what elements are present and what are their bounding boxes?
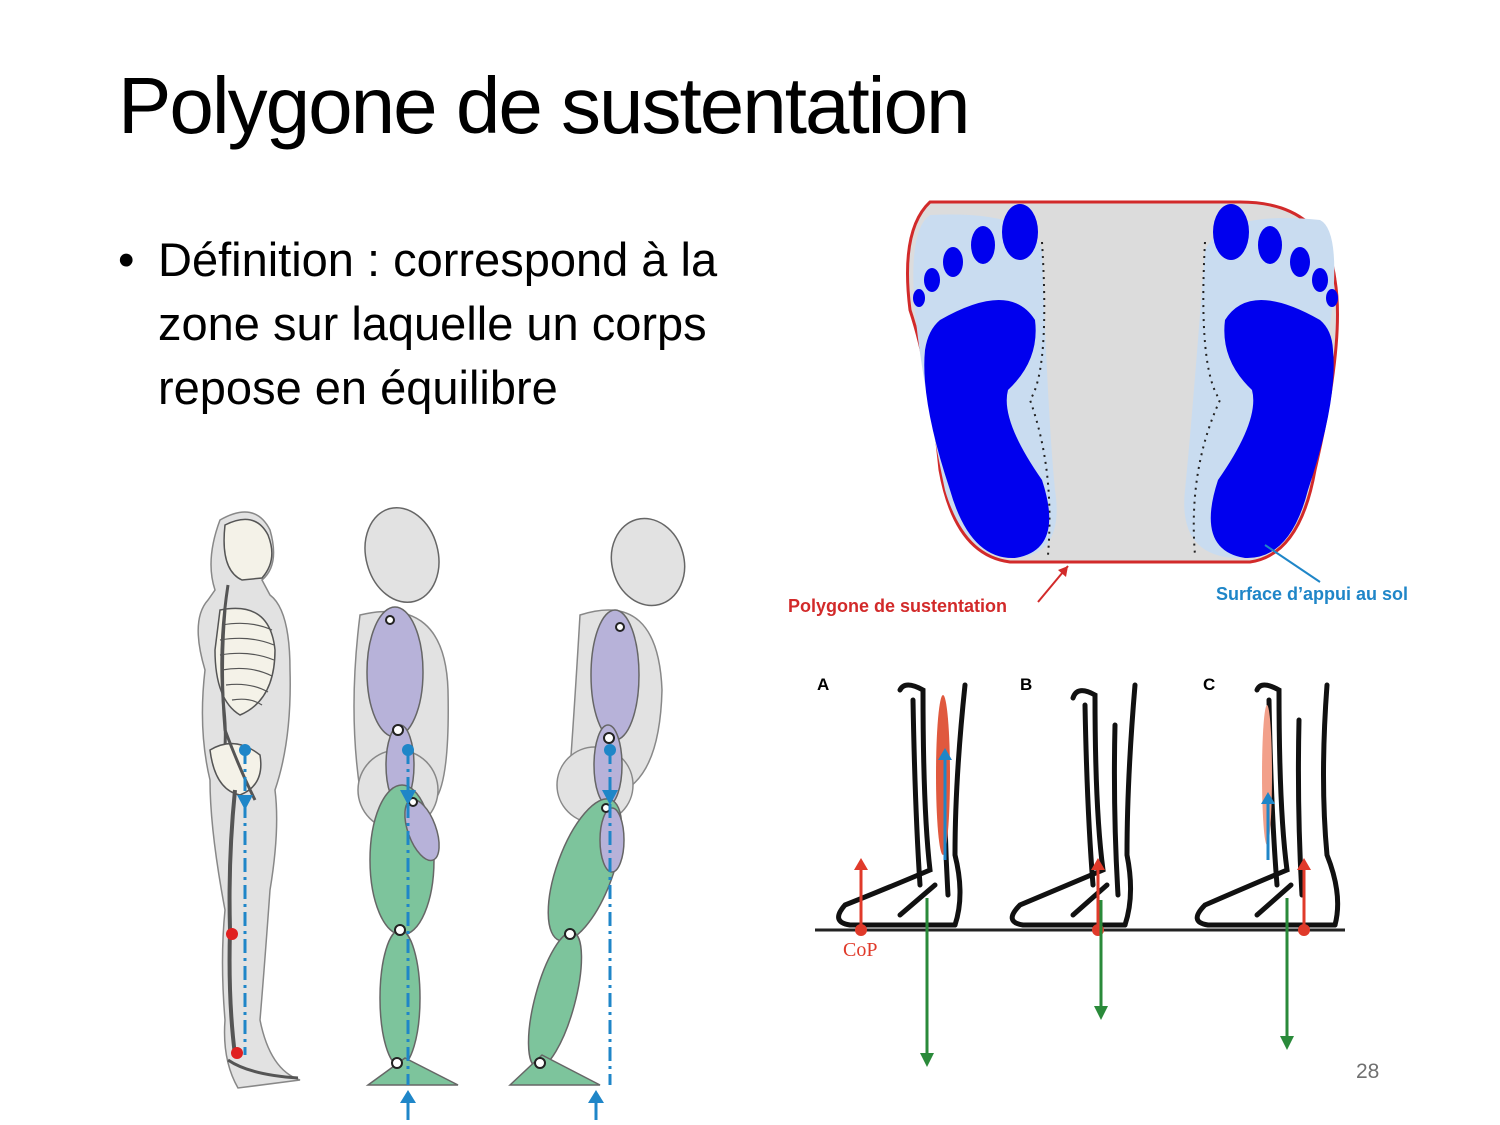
muscle-force-arrowhead-c	[1261, 792, 1275, 804]
gravity-arrowhead-leaning	[602, 790, 618, 805]
skull	[223, 518, 273, 581]
muscle-a	[936, 695, 950, 855]
joint-hip-leaning	[603, 732, 615, 744]
shank-segment-upright	[379, 929, 421, 1067]
right-toe-5	[1326, 289, 1338, 307]
trunk-segment-upright	[366, 606, 424, 738]
foot-bones	[227, 1058, 299, 1080]
gravity-arrowhead-c	[1280, 1036, 1294, 1050]
left-toe-3	[943, 247, 963, 277]
gravity-origin-upright	[402, 744, 414, 756]
right-toe-3	[1290, 247, 1310, 277]
foot-segment-leaning	[508, 1054, 601, 1086]
left-toe-5	[913, 289, 925, 307]
cop-point-a	[855, 924, 867, 936]
polygon-label: Polygone de sustentation	[788, 596, 1007, 616]
panel-label-b: B	[1020, 675, 1032, 694]
joint-knee-upright	[394, 924, 406, 936]
gravity-origin-leaning	[604, 744, 616, 756]
knee-marker	[226, 928, 238, 940]
trunk-segment-leaning	[590, 609, 640, 741]
arm-segment-leaning	[599, 807, 625, 873]
right-big-toe	[1213, 204, 1249, 260]
left-big-toe	[1002, 204, 1038, 260]
right-foot-sole	[1210, 300, 1334, 559]
gravity-arrowhead-a	[920, 1053, 934, 1067]
joint-ankle-leaning	[534, 1057, 546, 1069]
cop-force-arrowhead-a	[854, 858, 868, 870]
upright-segment-model	[353, 506, 459, 1120]
joint-shoulder-leaning	[615, 622, 625, 632]
joint-ankle-upright	[391, 1057, 403, 1069]
cop-force-arrowhead-b	[1091, 858, 1105, 870]
definition-text: Définition : correspond à la zone sur la…	[158, 233, 718, 414]
ribs	[219, 622, 275, 706]
leaning-segment-model	[508, 517, 686, 1120]
left-toe-2	[971, 226, 995, 264]
right-toe-4	[1312, 268, 1328, 292]
cop-point-c	[1298, 924, 1310, 936]
gravity-arrowhead-upright	[400, 790, 416, 805]
surface-label: Surface d’appui au sol	[1216, 584, 1408, 604]
joint-knee-leaning	[564, 928, 576, 940]
joint-hip-upright	[392, 724, 404, 736]
support-polygon-figure: Polygone de sustentation Surface d’appui…	[788, 200, 1408, 616]
joint-shoulder-upright	[385, 615, 395, 625]
surface-leader-line	[1264, 544, 1321, 583]
ankle-cop-figure: A B C CoP	[815, 675, 1345, 1067]
panel-label-a: A	[817, 675, 829, 694]
left-foot-sole	[924, 300, 1050, 559]
polygon-leader-arrow	[1058, 566, 1068, 577]
left-toe-4	[924, 268, 940, 292]
head-upright	[364, 506, 440, 604]
foot-segment-upright	[365, 1057, 459, 1086]
cop-label: CoP	[843, 939, 877, 961]
bullet-marker: •	[118, 233, 135, 286]
right-toe-2	[1258, 226, 1282, 264]
shank-segment-leaning	[527, 931, 583, 1069]
panel-label-c: C	[1203, 675, 1215, 694]
thigh-segment-leaning	[547, 798, 623, 942]
slide-title: Polygone de sustentation	[118, 61, 970, 150]
skeleton-figure	[197, 511, 301, 1089]
muscle-force-arrowhead-a	[938, 748, 952, 760]
head-leaning	[610, 517, 686, 607]
page-number: 28	[1356, 1060, 1380, 1083]
ground-reaction-arrowhead-leaning	[588, 1090, 604, 1103]
ankle-marker	[231, 1047, 243, 1059]
cop-force-arrowhead-c	[1297, 858, 1311, 870]
leg-panel-b	[1009, 682, 1138, 928]
left-dotted-edge	[1028, 241, 1051, 556]
gravity-arrowhead-skeleton	[237, 795, 253, 810]
ground-reaction-arrowhead-upright	[400, 1090, 416, 1103]
gravity-arrowhead-b	[1094, 1006, 1108, 1020]
gravity-origin-skeleton	[239, 744, 251, 756]
posture-figure	[197, 506, 686, 1120]
